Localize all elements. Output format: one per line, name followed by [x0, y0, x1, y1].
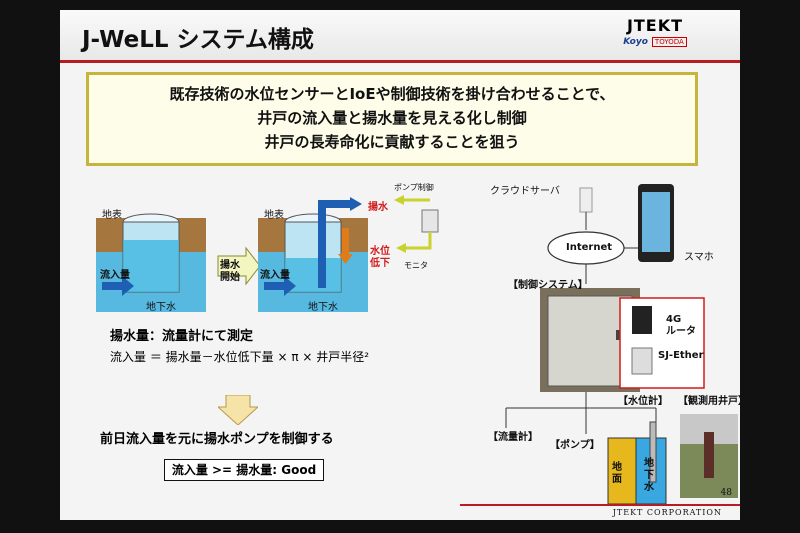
level-drop-arrowhead: [338, 254, 353, 264]
logo-main: JTEKT: [626, 16, 684, 35]
control-arrow: [394, 195, 404, 205]
pumping-label: 揚水: [368, 202, 388, 213]
smartphone-label: スマホ: [684, 252, 714, 263]
surface-label-1: 地表: [102, 210, 122, 221]
control-text: 前日流入量を元に揚水ポンプを制御する: [100, 432, 334, 447]
logo-koyo: Koyo: [623, 37, 648, 47]
router-icon: [632, 306, 652, 334]
callout-line-2: 井戸の流入量と揚水量を見える化し制御: [257, 109, 527, 127]
down-arrow: [218, 395, 258, 425]
callout-line-3: 井戸の長寿命化に貢献することを狙う: [264, 133, 520, 151]
footer-company: JTEKT CORPORATION: [612, 508, 722, 517]
sj-ether-label: SJ-Ether: [658, 350, 704, 361]
title-underline: [60, 60, 740, 63]
logo-toyoda: TOYODA: [651, 37, 687, 47]
start-label: 揚水 開始: [220, 260, 240, 283]
ground-layer: [607, 437, 637, 505]
page-number: 48: [720, 488, 732, 498]
level-drop-bar: [342, 228, 349, 254]
surface-label-2: 地表: [264, 210, 284, 221]
footer-line: [460, 504, 740, 506]
inflow-label-2: 流入量: [260, 270, 290, 281]
water-gauge-sensor: [649, 421, 657, 483]
inflow-arrow-1: [102, 276, 134, 296]
good-condition: 流入量 >= 揚水量: Good: [164, 459, 324, 481]
pump-pipe: [318, 200, 352, 288]
monitor-device: [421, 209, 439, 233]
pump-control-label: ポンプ制御: [394, 183, 434, 192]
water-gauge-label: 【水位計】: [618, 396, 668, 407]
ground-label: 地 面: [612, 462, 622, 485]
formula-title: 揚水量：流量計にて測定: [110, 329, 254, 344]
cloud-server-icon: [579, 187, 593, 213]
monitor-arrow: [396, 243, 406, 253]
well-water-1: [123, 240, 179, 292]
level-drop-label: 水位 低下: [370, 246, 390, 269]
slide-title: J-WeLL システム構成: [82, 27, 314, 53]
summary-callout: 既存技術の水位センサーとIoEや制御技術を掛け合わせることで、 井戸の流入量と揚…: [86, 72, 698, 166]
inflow-arrow-2: [264, 276, 296, 296]
router-label: 4G ルータ: [666, 314, 696, 337]
system-diagram: [505, 184, 738, 505]
monitor-label: モニタ: [404, 261, 428, 270]
callout-line-1: 既存技術の水位センサーとIoEや制御技術を掛け合わせることで、: [169, 85, 615, 103]
start-arrow: [217, 246, 261, 286]
control-system-label: 【制御システム】: [508, 280, 588, 291]
observation-well-label: 【観測用井戸】: [678, 396, 740, 407]
jtekt-logo: JTEKT Koyo TOYODA: [610, 16, 700, 56]
inflow-label-1: 流入量: [100, 270, 130, 281]
flowmeter-label: 【流量計】: [488, 432, 538, 443]
groundwater-label-1: 地下水: [146, 302, 176, 313]
pump-pipe-arrow: [350, 197, 362, 211]
pump-label: 【ポンプ】: [550, 440, 600, 451]
cloud-server-label: クラウドサーバ: [490, 186, 560, 197]
title-bar: J-WeLL システム構成 JTEKT Koyo TOYODA: [60, 10, 740, 60]
presentation-slide: J-WeLL システム構成 JTEKT Koyo TOYODA 既存技術の水位セ…: [60, 10, 740, 520]
well-diagram: [96, 195, 439, 312]
formula: 流入量 ＝ 揚水量－水位低下量 × π × 井戸半径²: [110, 350, 370, 364]
sj-ether-icon: [631, 347, 653, 375]
groundwater-system-label: 地 下 水: [644, 458, 654, 493]
internet-label: Internet: [566, 242, 613, 253]
groundwater-label-2: 地下水: [308, 302, 338, 313]
